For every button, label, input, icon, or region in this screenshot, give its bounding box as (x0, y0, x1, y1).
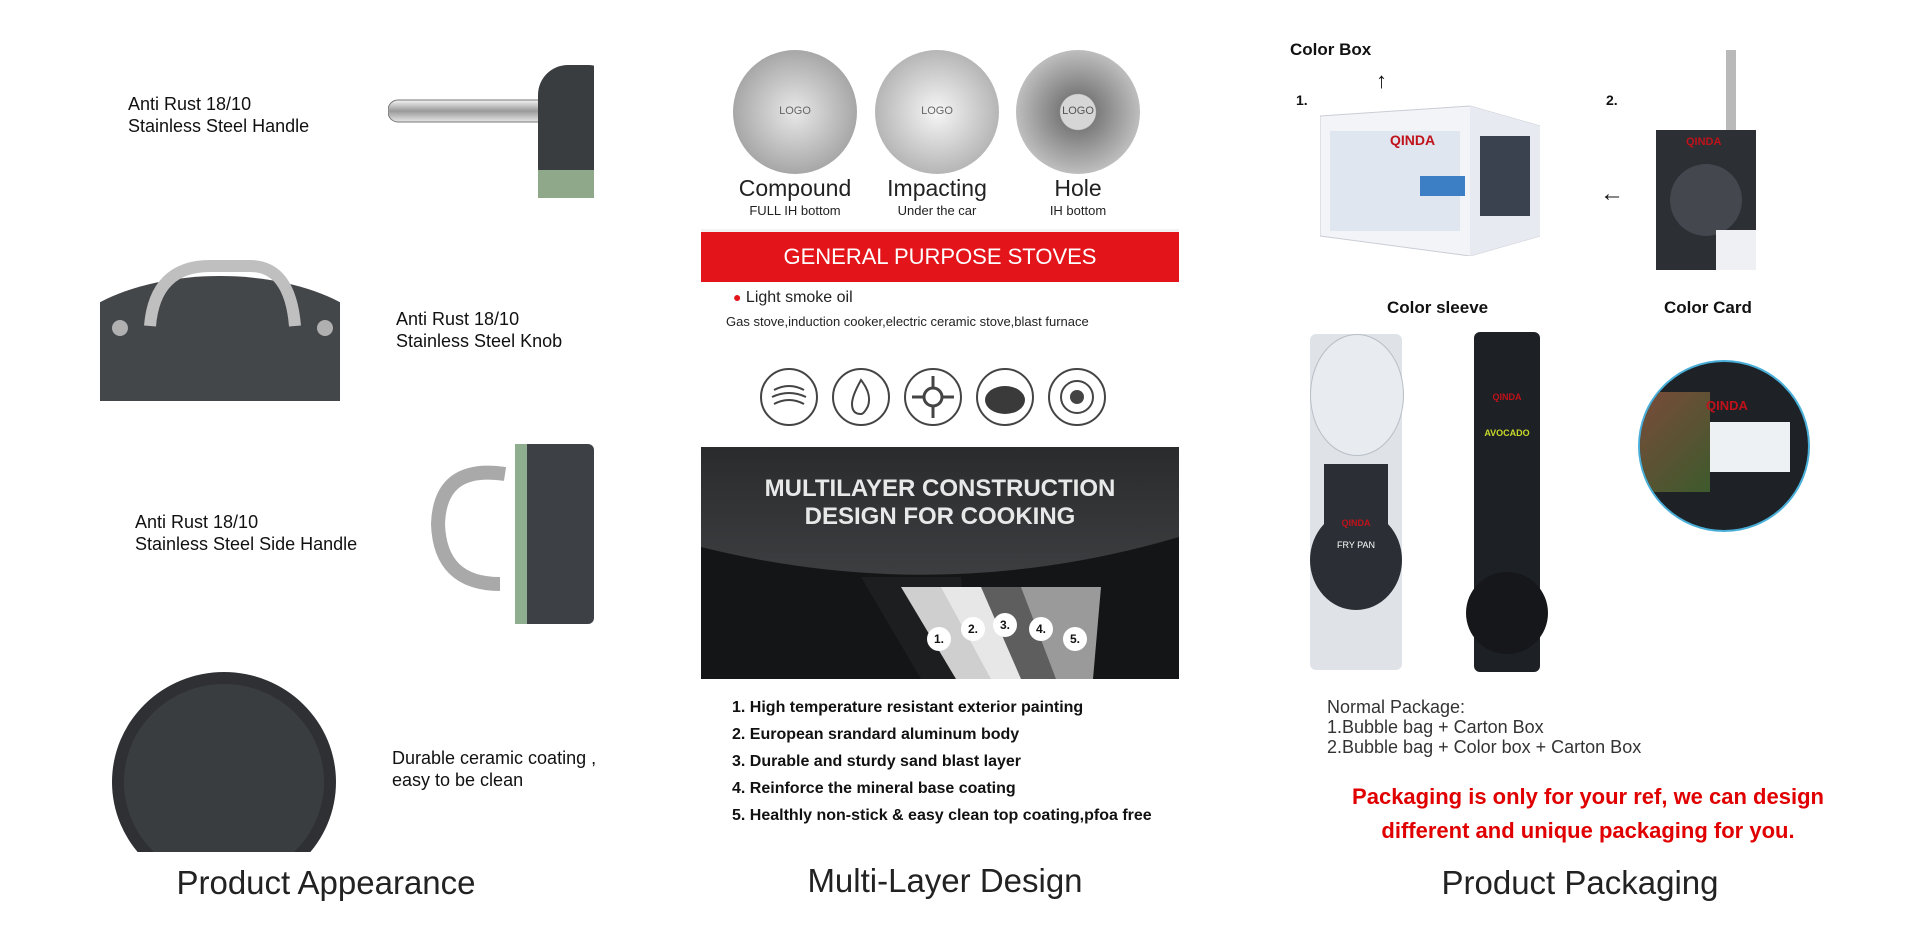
section-title-multilayer: Multi-Layer Design (807, 862, 1083, 899)
package-number: 1. (1296, 92, 1308, 108)
bullet-text: Light smoke oil (745, 289, 853, 306)
construction-line1: MULTILAYER CONSTRUCTION (764, 475, 1116, 502)
feature-line: Durable ceramic coating , (392, 748, 597, 768)
construction-panel: MULTILAYER CONSTRUCTION DESIGN FOR COOKI… (701, 447, 1179, 679)
feature-line: easy to be clean (392, 770, 524, 790)
feature-knob-text: Anti Rust 18/10 Stainless Steel Knob (396, 308, 562, 352)
color-sleeve-1: QINDA FRY PAN (1310, 334, 1404, 670)
layer-item: 3. Durable and sturdy sand blast layer (732, 753, 1021, 770)
normal-package-item: 2.Bubble bag + Color box + Carton Box (1327, 737, 1642, 757)
card-info-panel (1710, 422, 1790, 472)
feature-coating-text: Durable ceramic coating , easy to be cle… (392, 747, 596, 791)
packaging-note: Packaging is only for your ref, we can d… (1288, 780, 1888, 848)
brand-logo: QINDA (1492, 392, 1522, 402)
stove-types-text: Gas stove,induction cooker,electric cera… (726, 314, 1089, 329)
hot-plate-icon (976, 368, 1034, 426)
feature-line: Anti Rust 18/10 (128, 94, 252, 114)
general-purpose-banner: GENERAL PURPOSE STOVES (701, 229, 1179, 282)
feature-side-handle-text: Anti Rust 18/10 Stainless Steel Side Han… (135, 511, 357, 555)
brand-logo: QINDA (1686, 136, 1722, 148)
layer-item: 1. High temperature resistant exterior p… (732, 699, 1084, 716)
handle-photo (388, 60, 594, 198)
bottom-name: Hole (1054, 175, 1102, 201)
card-food-photo (1640, 392, 1710, 492)
section-title-appearance: Product Appearance (176, 864, 476, 901)
layer-item: 5. Healthly non-stick & easy clean top c… (732, 807, 1152, 824)
color-box-label: Color Box (1290, 40, 1372, 59)
knob-photo (100, 256, 340, 401)
feature-line: Stainless Steel Side Handle (135, 534, 358, 554)
packaging-note-line: Packaging is only for your ref, we can d… (1352, 784, 1824, 809)
bottom-sub: FULL IH bottom (749, 203, 841, 218)
feature-line: Anti Rust 18/10 (396, 309, 520, 329)
flame-icon (832, 368, 890, 426)
bullet-dot-icon: ● (733, 289, 742, 305)
logo-text: LOGO (1062, 105, 1094, 117)
color-sleeve-2: QINDA AVOCADO (1466, 332, 1548, 672)
layer-mark: 1. (927, 627, 951, 651)
gas-burner-icon (904, 368, 962, 426)
compound-bottom-disc: LOGO (733, 50, 857, 174)
feature-line: Stainless Steel Knob (396, 331, 563, 351)
layer-mark: 4. (1029, 617, 1053, 641)
layer-mark: 3. (993, 613, 1017, 637)
section-title-packaging: Product Packaging (1441, 864, 1719, 901)
sleeve-top-circle (1310, 334, 1404, 456)
impacting-bottom-disc: LOGO (875, 50, 999, 174)
bottom-name: Impacting (887, 175, 987, 201)
side-handle-photo (430, 444, 594, 624)
color-box-image: QINDA (1319, 96, 1541, 257)
brand-logo: QINDA (1390, 132, 1436, 148)
color-sleeve-label: Color sleeve (1387, 298, 1489, 317)
bottom-name: Compound (738, 175, 852, 201)
hole-bottom-disc: LOGO (1016, 50, 1140, 174)
layer-item: 2. European srandard aluminum body (732, 726, 1020, 743)
color-card-image: QINDA (1638, 360, 1810, 532)
color-card-label: Color Card (1664, 298, 1752, 317)
packaging-note-line: different and unique packaging for you. (1381, 818, 1795, 843)
logo-text: LOGO (779, 105, 811, 117)
sleeve-bottom-circle: QINDA FRY PAN (1310, 510, 1402, 610)
brand-logo: QINDA (1706, 398, 1748, 413)
layer-item: 4. Reinforce the mineral base coating (732, 780, 1016, 797)
arrow-left-icon: ← (1600, 180, 1624, 207)
brand-logo: QINDA (1341, 518, 1371, 528)
feature-line: Anti Rust 18/10 (135, 512, 259, 532)
sleeve-bottom-circle (1466, 572, 1548, 654)
coating-photo (108, 672, 340, 852)
construction-line2: DESIGN FOR COOKING (804, 503, 1076, 530)
arrow-up-icon: ↑ (1376, 68, 1387, 93)
light-smoke-bullet: ● Light smoke oil (733, 289, 853, 307)
logo-text: LOGO (921, 105, 953, 117)
package-number: 2. (1606, 92, 1618, 108)
bottom-sub: Under the car (897, 203, 977, 218)
layer-mark: 2. (961, 617, 985, 641)
feature-handle-text: Anti Rust 18/10 Stainless Steel Handle (128, 93, 309, 137)
pan-box-image: QINDA (1656, 50, 1756, 270)
sleeve-avocado: AVOCADO (1484, 428, 1530, 438)
layer-mark: 5. (1063, 627, 1087, 651)
feature-line: Stainless Steel Handle (128, 116, 310, 136)
induction-coil-icon (760, 368, 818, 426)
normal-package-title: Normal Package: (1327, 697, 1466, 717)
ceramic-stove-icon (1048, 368, 1106, 426)
normal-package-item: 1.Bubble bag + Carton Box (1327, 717, 1544, 737)
bottom-sub: IH bottom (1049, 203, 1107, 218)
sleeve-fry-pan: FRY PAN (1336, 540, 1375, 550)
